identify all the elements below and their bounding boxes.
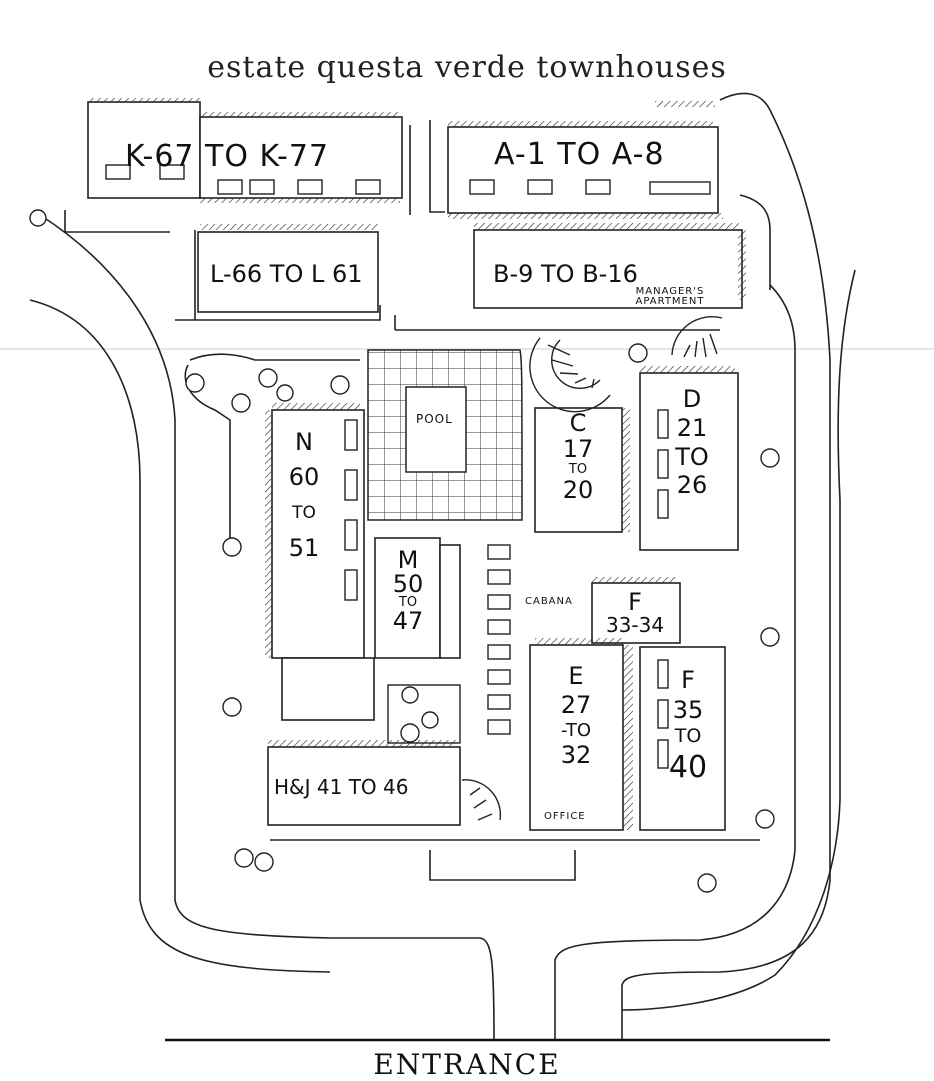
building-b-label: B-9 TO B-16 (493, 260, 638, 288)
cabana-label: CABANA (525, 596, 573, 607)
pool-deck (367, 349, 523, 521)
building-a-label: A-1 TO A-8 (494, 137, 665, 172)
staircases (461, 316, 723, 821)
building-k-label: K-67 TO K-77 (125, 139, 330, 174)
entrance-label: ENTRANCE (373, 1048, 561, 1081)
window-details (105, 164, 711, 769)
building-l-label: L-66 TO L 61 (210, 260, 363, 288)
buildings (87, 98, 746, 831)
trees (29, 209, 780, 893)
map-title: estate questa verde townhouses (207, 50, 727, 85)
office-label: OFFICE (544, 811, 586, 822)
building-hj-label: H&J 41 TO 46 (274, 775, 409, 799)
roads (29, 92, 856, 1041)
pool-label: POOL (416, 412, 453, 426)
